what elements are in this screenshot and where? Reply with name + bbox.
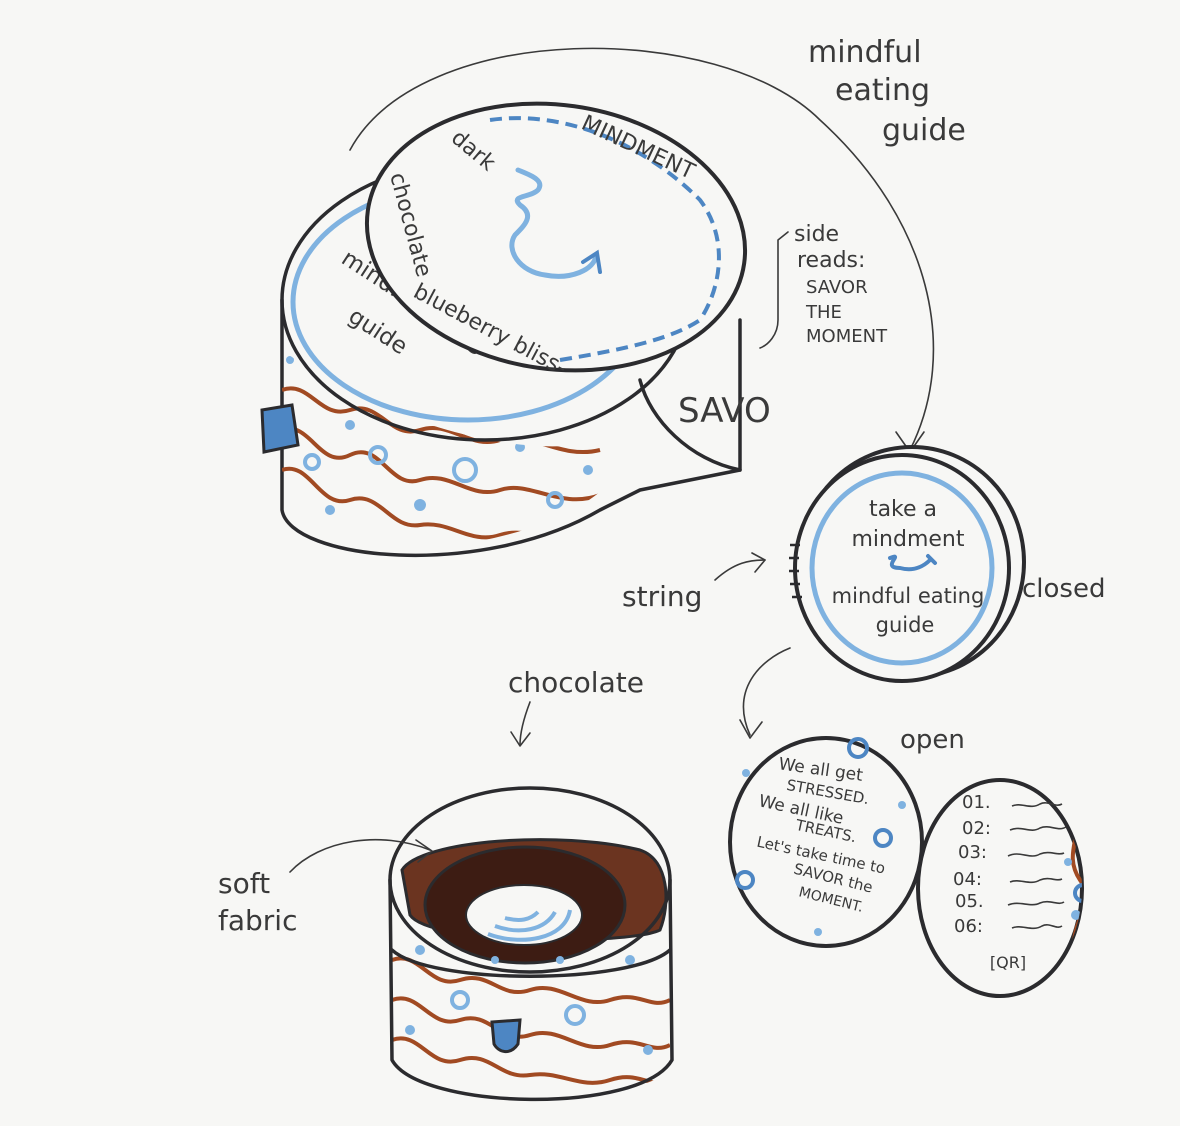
- bracket-icon: [759, 231, 789, 349]
- closed-line1: take a: [869, 497, 937, 522]
- closed-line3: mindful eating: [832, 584, 985, 608]
- string-ticks: [789, 543, 802, 599]
- open-tin-tab: [490, 1018, 522, 1053]
- annotation-soft-line1: soft: [218, 867, 270, 900]
- side-reads-line1: side: [794, 222, 839, 247]
- guide-closed-blue-ring: [809, 470, 995, 666]
- arrow-soft-fabric: [289, 838, 431, 873]
- closed-swirl-icon: [888, 554, 937, 572]
- open-left-page: [728, 736, 924, 948]
- lid-dashed-ring: [489, 116, 721, 322]
- annotation-open: open: [900, 725, 965, 755]
- annotation-mindful-line3: guide: [882, 113, 966, 148]
- side-reads-line3: SAVOR: [806, 277, 868, 298]
- step-1: 01.: [962, 792, 991, 813]
- arrow-string: [714, 559, 766, 581]
- side-reads-line4: THE: [805, 302, 842, 323]
- inner-lid-line2: guide: [344, 303, 412, 360]
- annotation-side-reads: side reads: SAVOR THE MOMENT: [759, 222, 888, 349]
- step-4: 04:: [953, 869, 982, 890]
- guide-open-illustration: We all get STRESSED. We all like TREATS.…: [728, 736, 1084, 998]
- open-right-page: [916, 778, 1084, 998]
- annotation-mindful-guide: mindful eating guide: [349, 35, 966, 453]
- step-scribbles: [1007, 802, 1067, 930]
- arrow-chocolate: [519, 701, 531, 746]
- annotation-string: string: [622, 580, 702, 613]
- lid-swirl-icon: [509, 167, 599, 279]
- guide-closed-illustration: take a mindment mindful eating guide: [789, 445, 1026, 683]
- top-lid: [364, 101, 748, 373]
- side-reads-line5: MOMENT: [806, 326, 888, 347]
- annotation-chocolate: chocolate: [508, 666, 644, 699]
- annotation-mindful-line2: eating: [835, 73, 930, 108]
- step-3: 03:: [958, 842, 987, 863]
- tin-tab: [260, 403, 300, 454]
- tin-open-illustration: [388, 786, 674, 1102]
- annotation-soft-line2: fabric: [218, 904, 297, 937]
- closed-line4: guide: [876, 613, 935, 637]
- open-steps-list: 01. 02: 03: 04: 05. 06: [QR]: [953, 792, 1067, 972]
- closed-line2: mindment: [852, 527, 965, 552]
- step-5: 05.: [955, 891, 984, 912]
- open-tin-body: [388, 878, 674, 1102]
- step-6: 06:: [954, 916, 983, 937]
- tin-body-outline: [280, 298, 742, 558]
- step-2: 02:: [962, 818, 991, 839]
- annotation-closed: closed: [1022, 574, 1105, 604]
- tin-closed-illustration: SAVO mindful eating guide dark MINDMENT …: [260, 101, 771, 558]
- arrow-closed-to-open: [742, 647, 791, 736]
- open-tin-pattern-band: [392, 945, 670, 1085]
- tin-side-edge: [638, 378, 742, 472]
- annotation-mindful-line1: mindful: [808, 35, 922, 70]
- tin-pattern-band: [282, 356, 601, 545]
- arrow-lid-to-guide: [349, 47, 935, 451]
- chocolate-swirl: [487, 909, 572, 942]
- qr-placeholder: [QR]: [990, 953, 1026, 972]
- tin-side-text: SAVO: [678, 391, 771, 431]
- side-reads-line2: reads:: [797, 248, 865, 273]
